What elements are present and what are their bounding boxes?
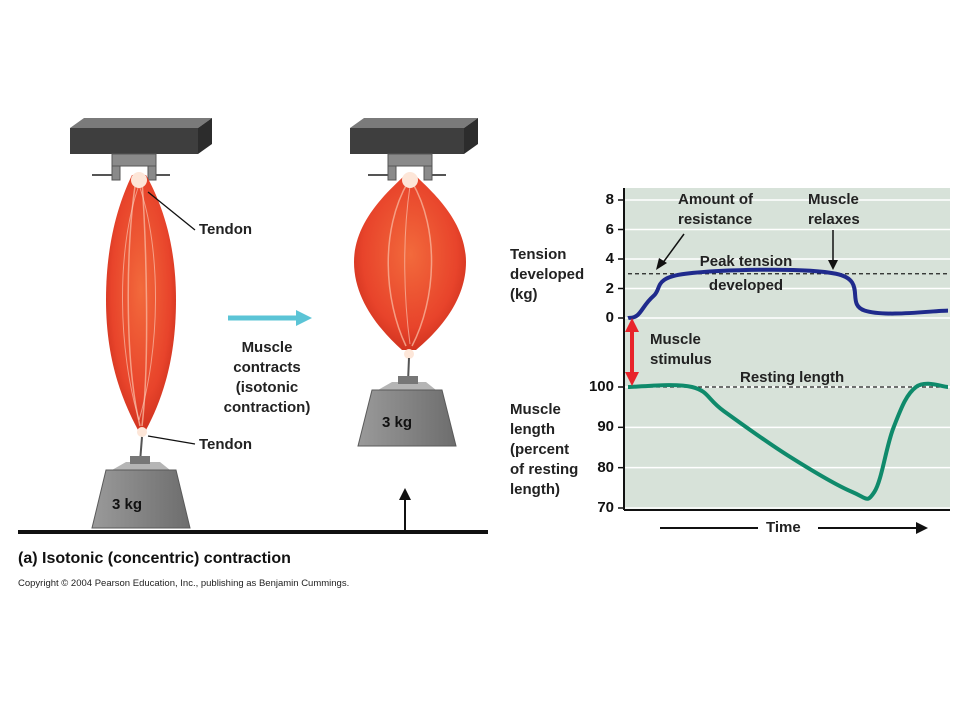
relaxes-annotation: Muscle relaxes (808, 190, 860, 230)
weight-left-label: 3 kg (112, 496, 143, 513)
peak-annotation-line: developed (708, 277, 784, 294)
resistance-annotation: Amount of resistance (678, 190, 753, 230)
peak-annotation-line: Peak tension (699, 253, 793, 270)
tendon-top-leader (147, 191, 196, 231)
resting-length-annotation: Resting length (740, 369, 845, 386)
clamp-left (92, 153, 170, 181)
muscle-relaxed (106, 172, 176, 437)
length-axis-line: Muscle (510, 401, 561, 418)
length-axis-label: Muscle length (percent of resting length… (510, 400, 578, 500)
tick-label: 100 (588, 378, 614, 395)
weight-left (91, 456, 191, 529)
tick-label: 4 (605, 250, 614, 267)
tick-label: 6 (605, 220, 614, 238)
length-axis-line: length (510, 421, 555, 438)
time-arrow (660, 522, 928, 534)
ceiling-block-right (350, 118, 478, 154)
length-axis-line: (percent (510, 441, 570, 458)
stimulus-annotation-line: Muscle (650, 331, 701, 348)
stimulus-arrow (625, 318, 639, 386)
tension-axis-line: developed (510, 266, 585, 283)
time-label: Time (766, 519, 801, 536)
peak-annotation: Peak tension developed (680, 252, 812, 296)
tendon-bottom-label: Tendon (199, 436, 253, 453)
length-axis-line: of resting (510, 461, 579, 478)
tension-axis-line: Tension (510, 246, 567, 263)
tickmarks (618, 199, 624, 509)
tick-label: 80 (597, 458, 614, 476)
ceiling-block-left (70, 118, 212, 154)
tension-axis-line: (kg) (510, 286, 538, 303)
muscle-contracts-line: contracts (233, 359, 301, 376)
stimulus-annotation: Muscle stimulus (650, 330, 712, 370)
muscle-contracts-line: contraction) (223, 399, 311, 416)
tendon-top-label: Tendon (199, 221, 253, 238)
contract-arrow (228, 310, 312, 326)
relaxes-annotation-line: relaxes (808, 211, 860, 228)
clamp-right (368, 153, 446, 181)
resistance-annotation-arrow (656, 233, 685, 270)
stimulus-annotation-line: stimulus (650, 351, 712, 368)
length-axis-line: length) (510, 481, 560, 498)
tension-axis-label: Tension developed (kg) (510, 245, 584, 305)
relaxes-annotation-arrow (828, 230, 838, 270)
muscle-contracts-line: Muscle (241, 339, 293, 356)
tick-label: 2 (605, 279, 614, 297)
muscle-contracts-line: (isotonic (235, 379, 299, 396)
figure-caption: (a) Isotonic (concentric) contraction (18, 550, 291, 567)
resistance-annotation-line: Amount of (678, 191, 753, 208)
tendon-bottom-leader (147, 435, 196, 445)
weight-right (357, 376, 457, 447)
tension-curve (627, 267, 949, 320)
muscle-contracted (354, 172, 466, 359)
tick-label: 70 (597, 499, 614, 516)
length-curve (627, 381, 949, 501)
muscle-contracts-label: Muscle contracts (isotonic contraction) (212, 338, 322, 418)
weight-right-label: 3 kg (382, 414, 413, 431)
tick-label: 90 (597, 418, 614, 436)
copyright-notice: Copyright © 2004 Pearson Education, Inc.… (18, 578, 350, 589)
resistance-annotation-line: resistance (678, 211, 753, 228)
relaxes-annotation-line: Muscle (808, 191, 859, 208)
tick-label: 8 (605, 191, 614, 208)
lift-arrow (399, 488, 411, 530)
tick-label: 0 (605, 309, 614, 326)
